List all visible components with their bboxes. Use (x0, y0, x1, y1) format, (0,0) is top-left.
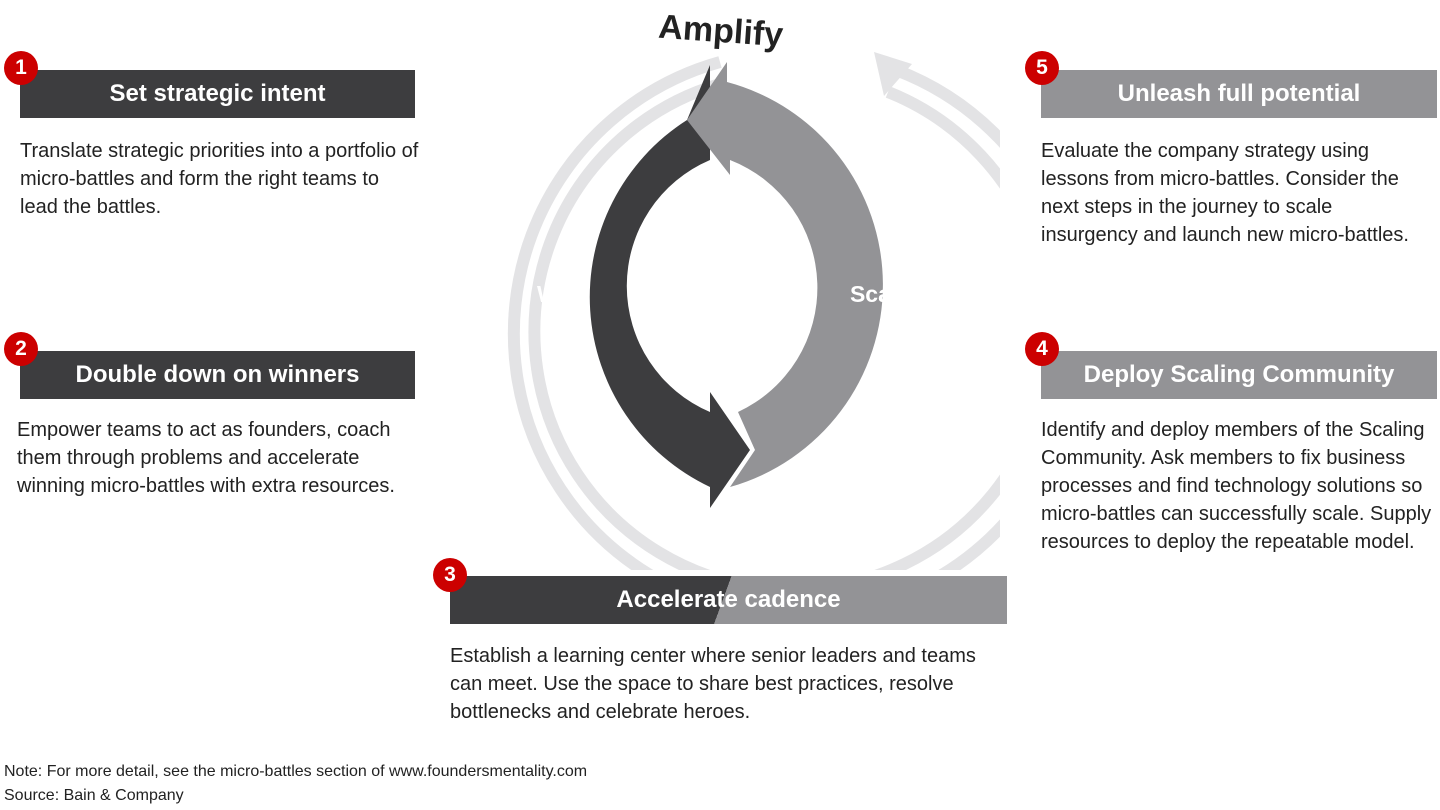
step-1-description: Translate strategic priorities into a po… (20, 140, 419, 218)
step-2-description: Empower teams to act as founders, coach … (17, 419, 395, 497)
step-3-badge: 3 (433, 558, 467, 592)
step-4-badge: 4 (1025, 332, 1059, 366)
footer-source: Source: Bain & Company (4, 787, 184, 804)
step-5-description: Evaluate the company strategy using less… (1041, 140, 1409, 246)
outer-ring-outer (507, 56, 1000, 570)
outer-ring-inner (528, 78, 1000, 570)
amplify-label: Amplify (657, 8, 784, 55)
step-3-description: Establish a learning center where senior… (450, 645, 976, 723)
scale-arrow (687, 62, 883, 487)
step-4-title: Deploy Scaling Community (1041, 351, 1437, 399)
scale-label: Scale (850, 281, 910, 307)
footer-note: Note: For more detail, see the micro-bat… (4, 763, 588, 780)
step-4-description: Identify and deploy members of the Scali… (1041, 419, 1432, 553)
outer-ring-arrowhead (874, 52, 912, 96)
cycle-diagram: Amplify Win Scale (507, 8, 1000, 570)
win-label: Win (537, 281, 579, 307)
step-5-title: Unleash full potential (1041, 70, 1437, 118)
step-2-badge: 2 (4, 332, 38, 366)
win-arrow (589, 65, 750, 508)
step-5-badge: 5 (1025, 51, 1059, 85)
step-2-title: Double down on winners (20, 351, 415, 399)
step-1-badge: 1 (4, 51, 38, 85)
step-3-title: Accelerate cadence (450, 576, 1007, 624)
step-1-title: Set strategic intent (20, 70, 415, 118)
